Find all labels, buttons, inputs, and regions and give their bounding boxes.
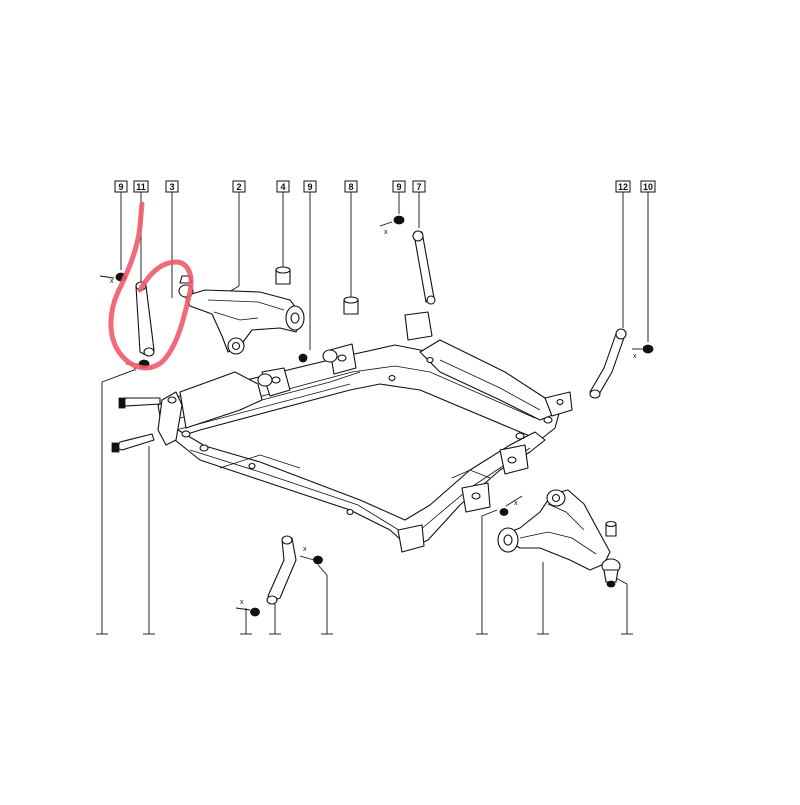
callout-label: 9: [114, 180, 128, 193]
subframe: [157, 311, 573, 553]
stabilizer-link-right: x: [589, 328, 654, 399]
leader-lines-bottom: [96, 369, 633, 635]
stabilizer-link-bottom: x x: [235, 535, 323, 617]
svg-text:x: x: [514, 500, 518, 507]
callout-label: 10: [640, 180, 656, 193]
svg-text:12: 12: [618, 182, 628, 192]
svg-text:10: 10: [643, 182, 653, 192]
svg-text:9: 9: [396, 182, 401, 192]
svg-text:x: x: [633, 353, 637, 360]
callout-label: 12: [615, 180, 631, 193]
svg-text:9: 9: [118, 182, 123, 192]
callout-label: 11: [133, 180, 149, 193]
lower-control-arm-right: x: [497, 489, 621, 588]
svg-text:2: 2: [236, 182, 241, 192]
bushings-center: [257, 266, 359, 387]
svg-text:9: 9: [307, 182, 312, 192]
svg-text:x: x: [110, 278, 114, 285]
lower-control-arm-left: [178, 275, 305, 355]
callout-label: 9: [392, 180, 406, 193]
callouts-top: 9 11 3 2 4 9 8 9: [114, 180, 656, 193]
callout-label: 7: [412, 180, 426, 193]
stabilizer-link-left: [135, 281, 155, 357]
svg-text:x: x: [133, 366, 137, 373]
handwritten-annotation-mark: [108, 201, 194, 371]
svg-text:7: 7: [416, 182, 421, 192]
svg-text:x: x: [303, 546, 307, 553]
svg-text:8: 8: [348, 182, 353, 192]
svg-text:4: 4: [280, 182, 285, 192]
svg-text:x: x: [384, 229, 388, 236]
callout-label: 3: [165, 180, 179, 193]
svg-text:3: 3: [169, 182, 174, 192]
callout-label: 9: [303, 180, 317, 193]
svg-text:x: x: [240, 599, 244, 606]
stabilizer-link-right-top: x: [379, 215, 436, 305]
callout-label: 2: [232, 180, 246, 193]
callout-label: 4: [276, 180, 290, 193]
leader-lines-top: [120, 192, 649, 350]
svg-text:11: 11: [136, 182, 146, 192]
callout-label: 8: [344, 180, 358, 193]
